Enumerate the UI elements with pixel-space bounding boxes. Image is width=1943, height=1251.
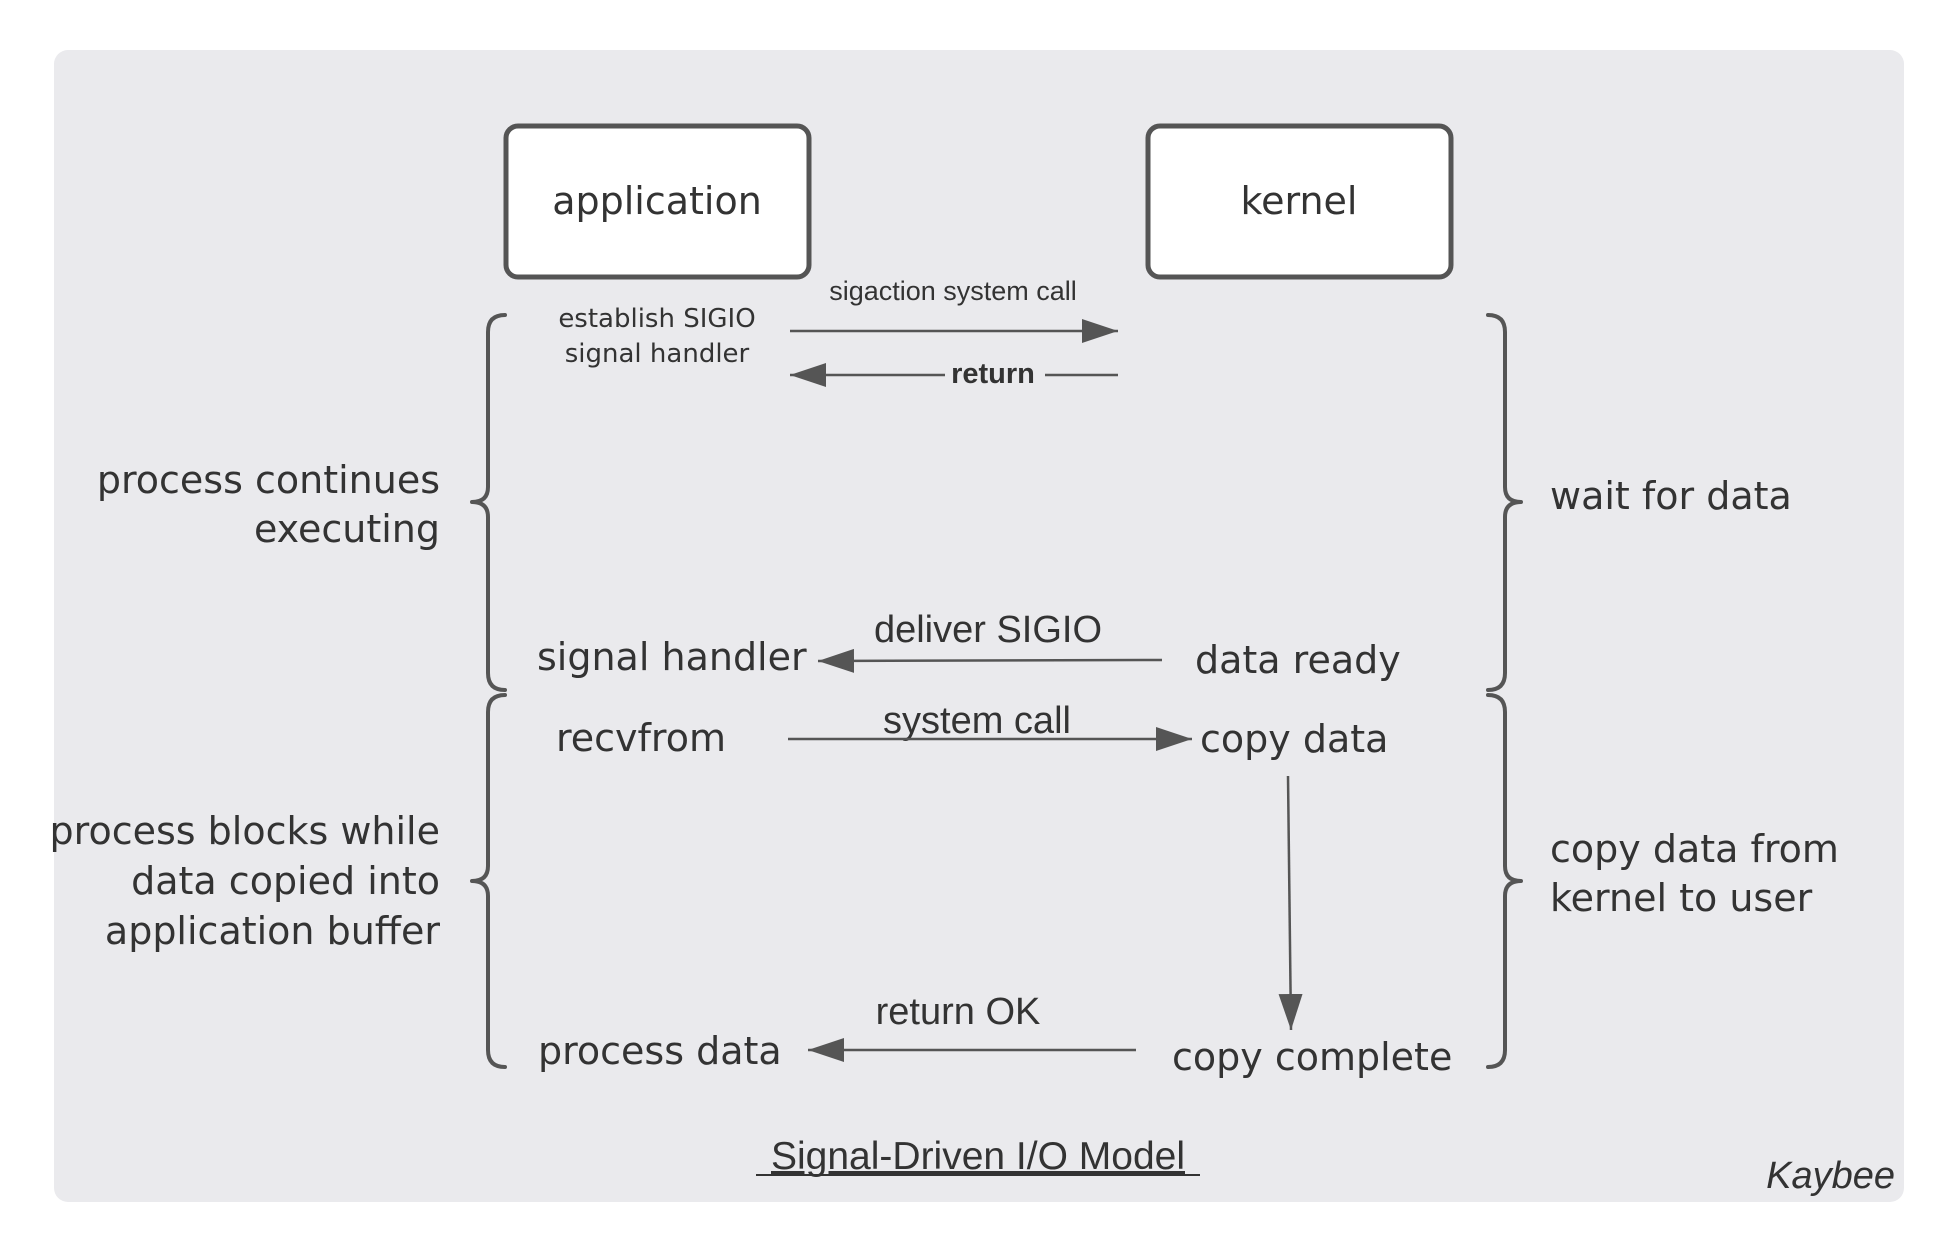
right-brace-wait xyxy=(1486,313,1523,692)
process-continues-label: process continues xyxy=(97,458,440,502)
deliver-sigio-arrow xyxy=(817,648,1163,673)
deliver-sigio-label: deliver SIGIO xyxy=(874,609,1102,651)
sigaction-label: sigaction system call xyxy=(829,276,1077,306)
right-brace-copy xyxy=(1486,693,1523,1069)
wait-for-data-label: wait for data xyxy=(1550,474,1792,518)
kernel-label: kernel xyxy=(1240,179,1357,223)
executing-label: executing xyxy=(254,507,440,551)
establish-sigio-label: establish SIGIO xyxy=(558,304,755,334)
recvfrom-label: recvfrom xyxy=(556,716,726,760)
signal-handler-setup-label: signal handler xyxy=(565,339,750,369)
process-blocks-label: process blocks while xyxy=(50,809,440,853)
copy-complete-label: copy complete xyxy=(1172,1035,1452,1079)
application-box: application xyxy=(503,123,812,280)
return-label: return xyxy=(951,358,1035,390)
application-buffer-label: application buffer xyxy=(105,909,440,953)
kernel-to-user-label: kernel to user xyxy=(1550,876,1813,920)
signature: Kaybee xyxy=(1766,1155,1895,1197)
application-label: application xyxy=(552,179,762,223)
data-copied-label: data copied into xyxy=(131,859,440,903)
copy-progress-arrow xyxy=(1278,775,1303,1031)
left-brace-blocks xyxy=(470,693,507,1069)
signal-handler-label: signal handler xyxy=(537,635,807,679)
left-brace-continues xyxy=(470,313,507,692)
data-ready-label: data ready xyxy=(1195,638,1401,682)
process-data-label: process data xyxy=(538,1029,782,1073)
copy-data-label: copy data xyxy=(1200,717,1388,761)
diagram-title: Signal-Driven I/O Model xyxy=(771,1135,1185,1178)
return-ok-label: return OK xyxy=(876,991,1041,1033)
kernel-box: kernel xyxy=(1145,123,1454,280)
background-panel xyxy=(54,50,1904,1202)
copy-data-from-label: copy data from xyxy=(1550,827,1839,871)
system-call-label: system call xyxy=(883,700,1071,742)
